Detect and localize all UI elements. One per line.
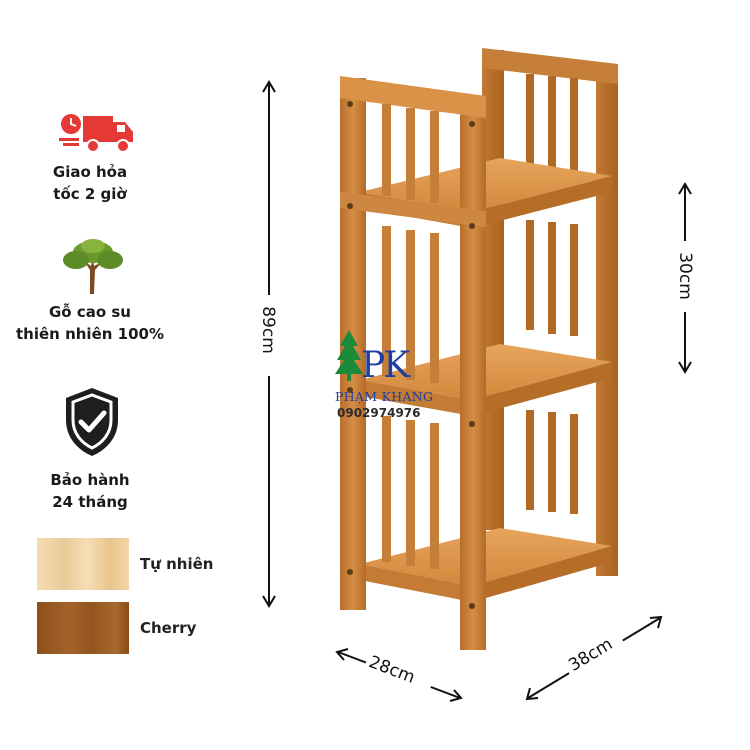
feature-delivery-line1: Giao hỏa [52, 163, 128, 181]
delivery-truck-icon [59, 114, 133, 153]
pine-tree-logo-icon [335, 330, 363, 381]
front-right-post [460, 98, 486, 650]
feature-warranty-line2: 24 tháng [52, 493, 128, 511]
feature-wood-line2: thiên nhiên 100% [16, 325, 164, 343]
height-dimension-label: 89cm [258, 295, 278, 365]
shield-check-icon [66, 388, 118, 456]
swatch-natural [37, 538, 129, 590]
swatch-cherry [37, 602, 129, 654]
front-top-rail [340, 76, 486, 118]
feature-warranty-line1: Bảo hành [50, 471, 130, 489]
wooden-shelf-image [340, 48, 618, 650]
back-right-post [596, 66, 618, 576]
feature-wood-line1: Gỗ cao su [49, 303, 131, 321]
swatch-cherry-label: Cherry [140, 619, 197, 637]
watermark-initials: PK [361, 345, 410, 386]
swatch-natural-label: Tự nhiên [140, 555, 214, 573]
watermark-phone: 0902974976 [337, 406, 421, 420]
feature-delivery-label: Giao hỏa tốc 2 giờ [0, 161, 180, 205]
tree-icon [63, 239, 123, 294]
feature-warranty-label: Bảo hành 24 tháng [0, 469, 180, 513]
shelf-gap-dimension-label: 30cm [675, 241, 695, 311]
feature-delivery-line2: tốc 2 giờ [53, 185, 127, 203]
back-top-rail [482, 48, 618, 84]
feature-wood-label: Gỗ cao su thiên nhiên 100% [0, 301, 180, 345]
watermark-brand-name: PHẠM KHANG [335, 389, 434, 404]
